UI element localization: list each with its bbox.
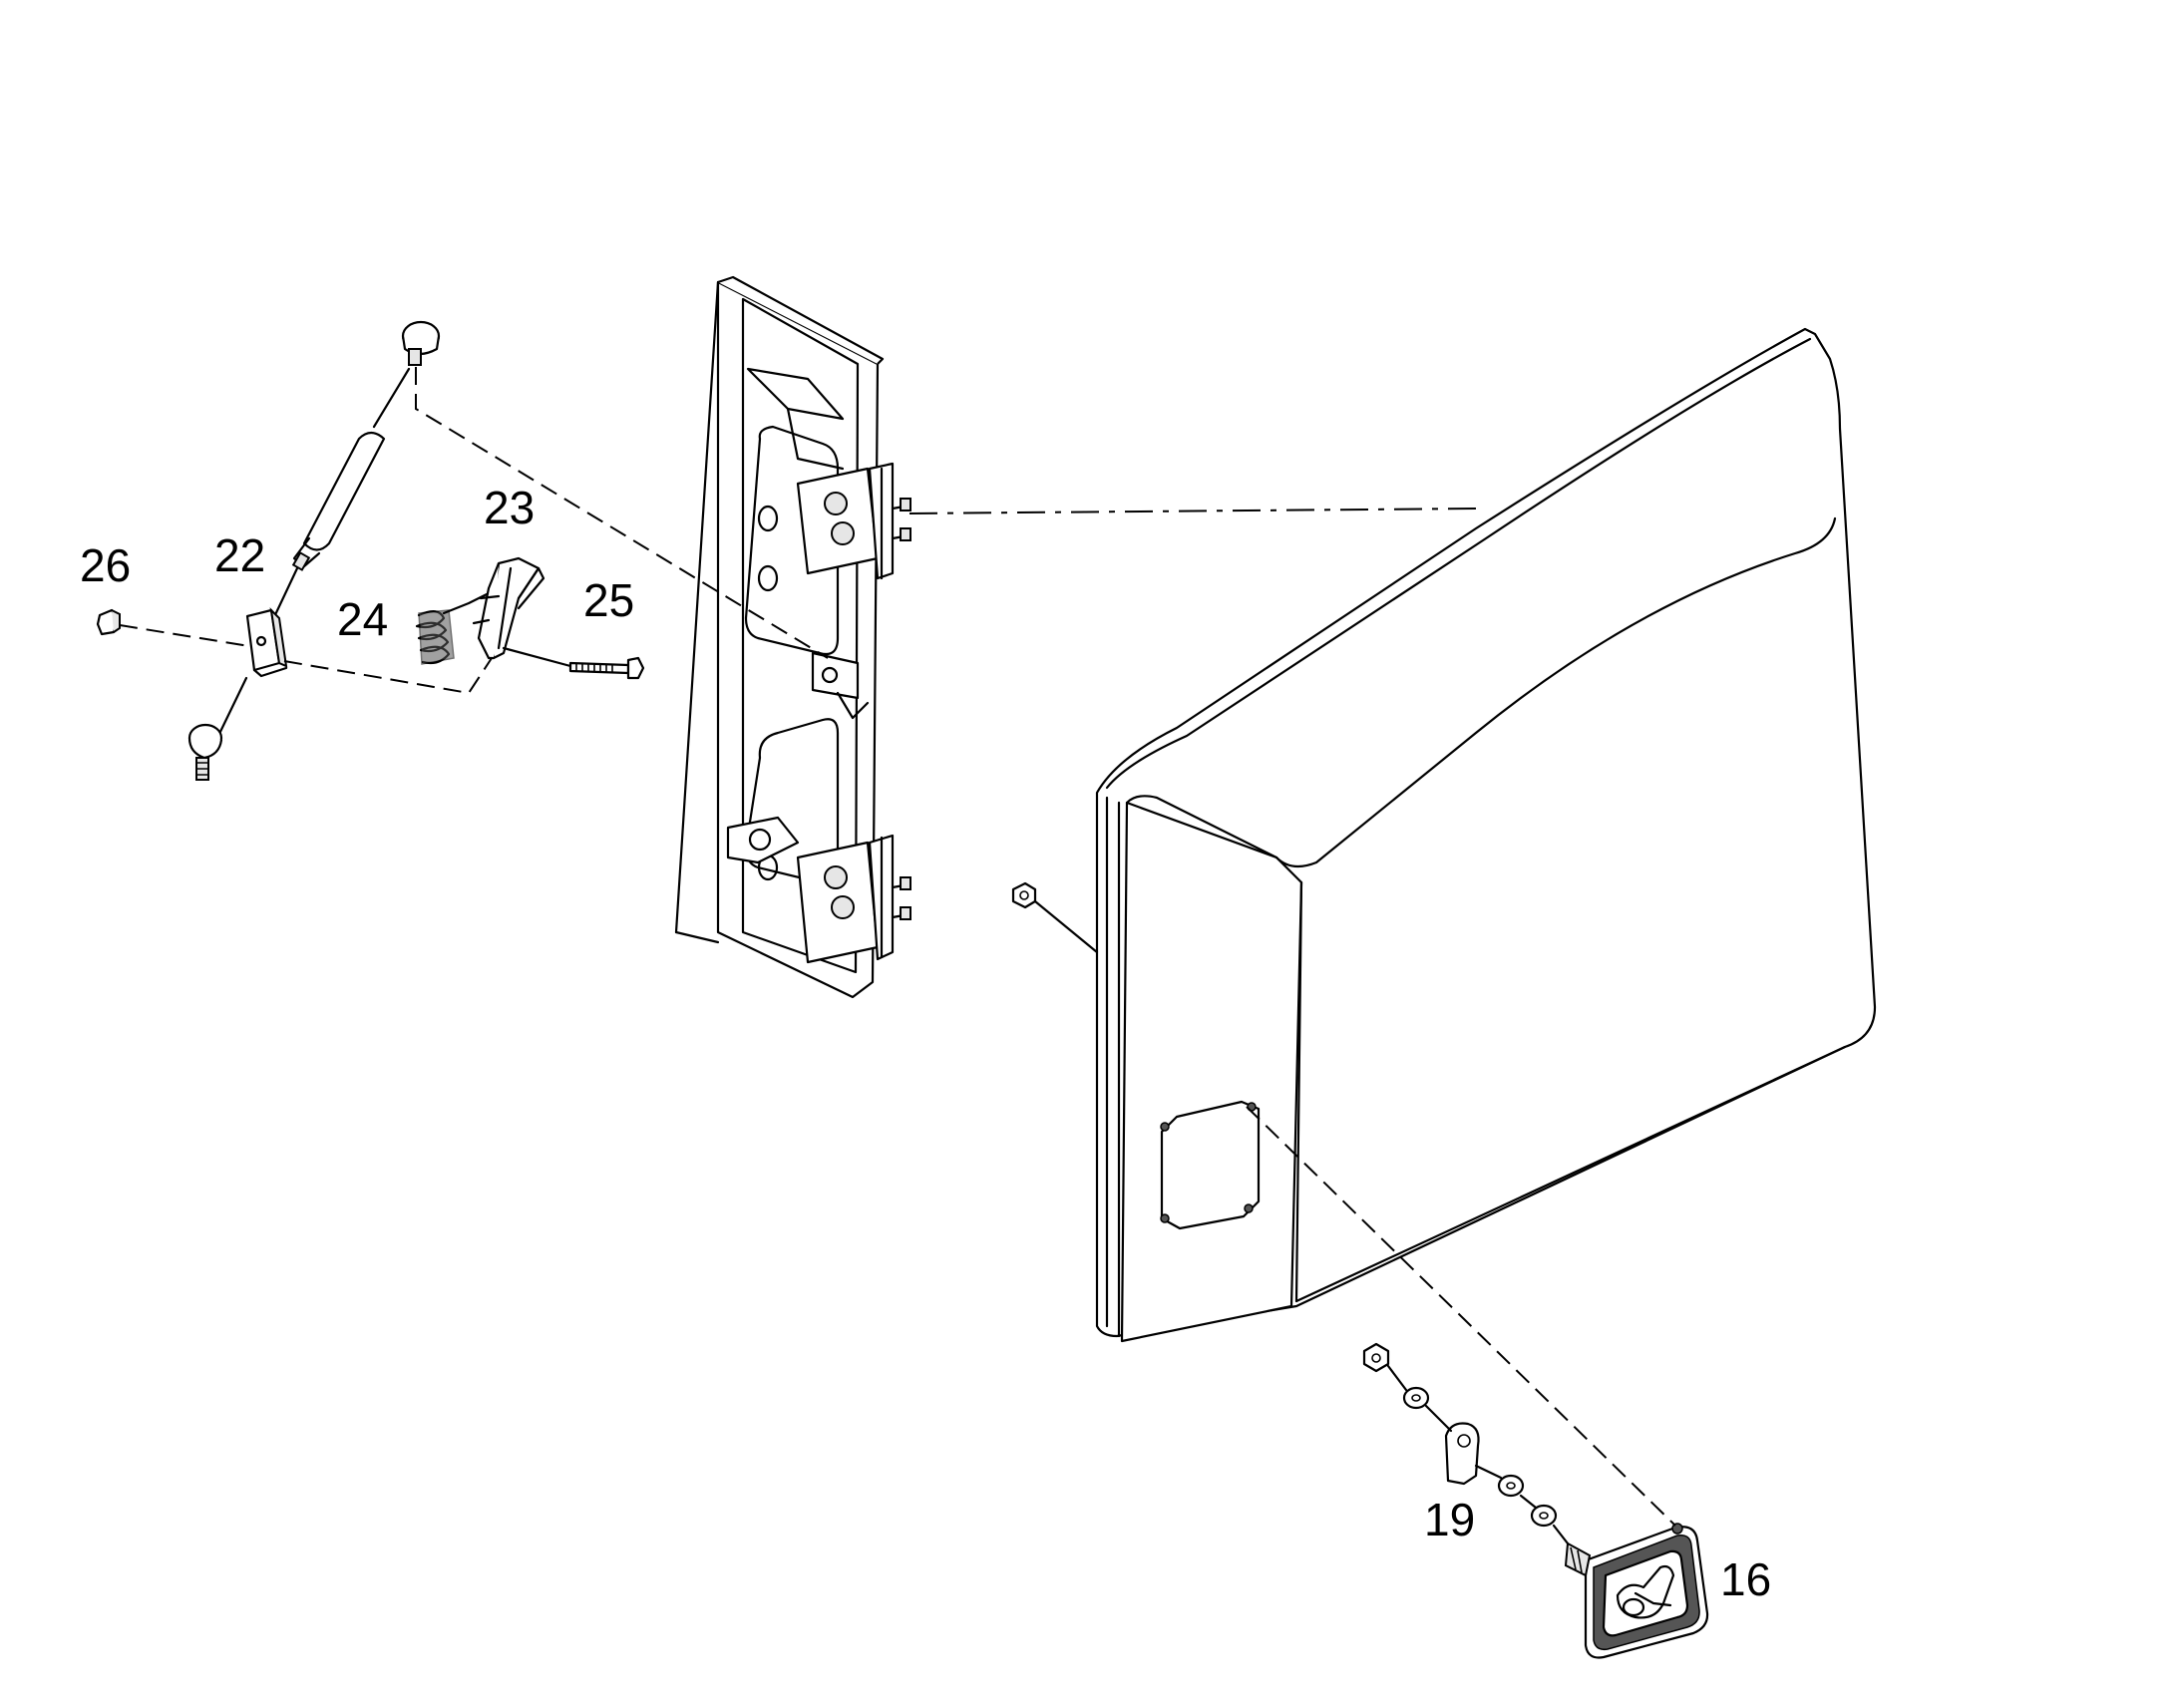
- callout-25: 25: [583, 574, 634, 626]
- callouts: 26 22 23 24 25 19 16: [80, 482, 1771, 1605]
- callout-16: 16: [1720, 1553, 1771, 1605]
- latch-hardware-stack: [1362, 1342, 1558, 1528]
- nut-26: [96, 608, 121, 636]
- callout-24: 24: [337, 593, 388, 645]
- strut-bracket: [245, 607, 288, 678]
- latch-spring: [415, 592, 489, 665]
- latch-cam: [1444, 1422, 1480, 1486]
- door-nut: [1011, 881, 1037, 909]
- latch-bolt: [568, 656, 645, 680]
- callout-19: 19: [1424, 1494, 1475, 1545]
- callout-23: 23: [484, 482, 535, 533]
- gas-strut: [187, 320, 441, 781]
- hinge-frame: [674, 275, 911, 999]
- callout-26: 26: [80, 539, 131, 591]
- door-panel: [1095, 327, 1877, 1343]
- assembly-lines: [119, 367, 1676, 1545]
- latch-catch: [472, 556, 545, 660]
- callout-22: 22: [214, 529, 265, 581]
- latch-handle: [1564, 1523, 1709, 1659]
